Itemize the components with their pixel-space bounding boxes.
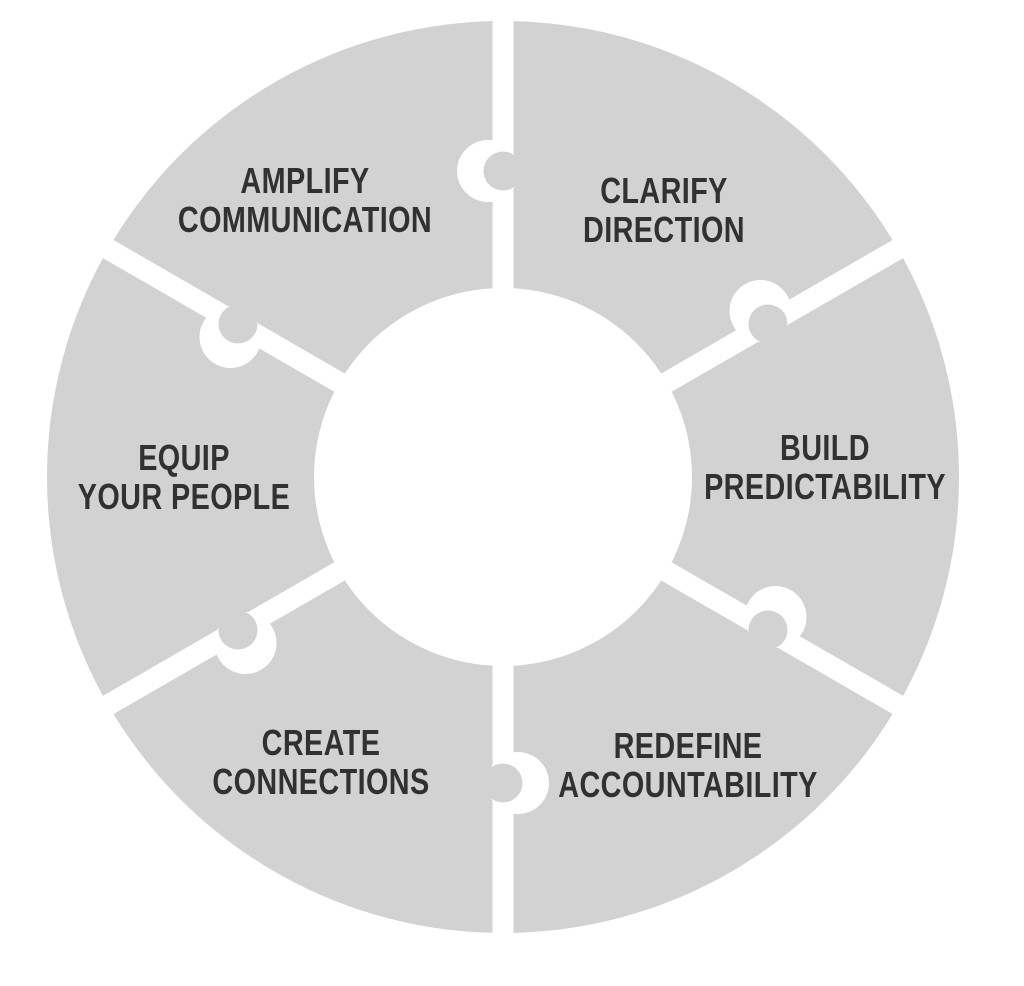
- gap-lower-right: [497, 467, 927, 728]
- segment-label-redefine-accountability: REDEFINE ACCOUNTABILITY: [558, 726, 817, 804]
- segment-label-clarify-direction: CLARIFY DIRECTION: [583, 171, 745, 249]
- segment-label-line: CREATE: [261, 722, 381, 763]
- segment-label-create-connections: CREATE CONNECTIONS: [212, 723, 429, 801]
- segment-label-line: REDEFINE: [613, 725, 763, 766]
- segment-gaps: [79, 0, 927, 960]
- segment-label-build-predictability: BUILD PREDICTABILITY: [704, 428, 946, 506]
- puzzle-knobs: [218, 151, 788, 803]
- segment-label-line: AMPLIFY: [240, 160, 370, 201]
- segment-label-line: COMMUNICATION: [177, 199, 433, 240]
- knob-upper-right: [748, 304, 788, 344]
- gap-upper-left: [79, 226, 509, 487]
- knob-top: [483, 151, 523, 191]
- gap-lower-left: [79, 467, 509, 728]
- segment-label-amplify-communication: AMPLIFY COMMUNICATION: [178, 161, 432, 239]
- gap-top: [492, 0, 514, 477]
- segment-label-line: DIRECTION: [583, 209, 745, 250]
- segment-label-line: PREDICTABILITY: [704, 466, 946, 507]
- segment-label-line: CLARIFY: [600, 170, 728, 211]
- segment-label-line: BUILD: [780, 427, 870, 468]
- segment-label-line: EQUIP: [138, 437, 230, 478]
- segment-label-line: CONNECTIONS: [212, 761, 430, 802]
- gap-bottom: [492, 477, 514, 960]
- knob-bottom: [483, 763, 523, 803]
- knob-upper-left: [218, 304, 258, 344]
- segment-label-line: ACCOUNTABILITY: [558, 764, 818, 805]
- knob-lower-left: [218, 610, 258, 650]
- segment-label-equip-your-people: EQUIP YOUR PEOPLE: [78, 438, 290, 516]
- knob-lower-right: [748, 610, 788, 650]
- gap-upper-right: [497, 226, 927, 487]
- segment-label-line: YOUR PEOPLE: [77, 476, 291, 517]
